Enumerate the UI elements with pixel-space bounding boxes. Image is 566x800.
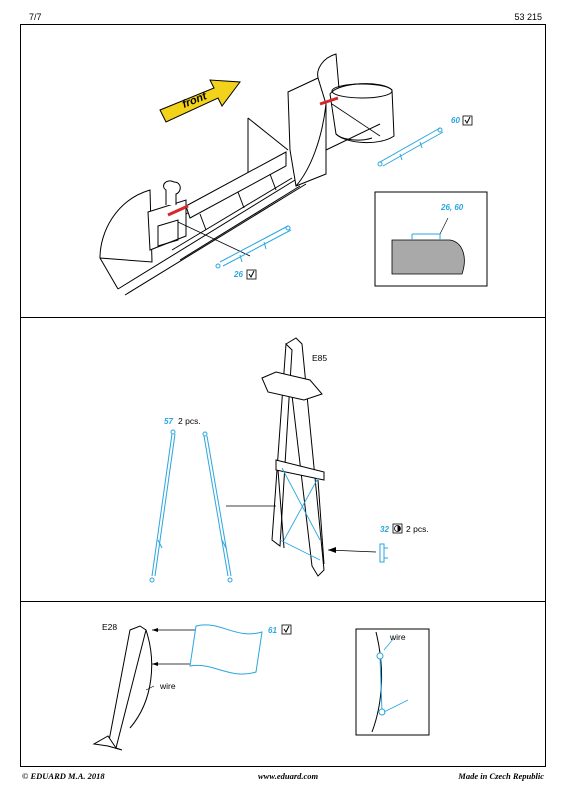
detail-wire-label: wire	[389, 632, 406, 642]
highlight-mark-aft	[319, 96, 339, 106]
detail-part-numbers: 26, 60	[440, 203, 464, 212]
part-32-quantity: 2 pcs.	[406, 524, 429, 534]
flag-part-61	[189, 624, 263, 675]
checkmark-icon	[462, 115, 473, 126]
checkmark-icon	[246, 269, 257, 280]
detail-box-wire	[355, 628, 430, 736]
boom-part-e28	[92, 625, 153, 751]
part-57-quantity: 2 pcs.	[178, 416, 201, 426]
part-e28-label: E28	[102, 622, 117, 632]
part-e85-label: E85	[312, 353, 327, 363]
mast-part-e85	[261, 337, 325, 577]
section-divider-1	[20, 317, 546, 318]
bracket-part-32	[379, 543, 388, 563]
detail-gray-part	[391, 239, 465, 275]
rod-part-57-right	[202, 431, 233, 583]
highlight-mark-forward	[167, 204, 189, 217]
wire-label: wire	[159, 681, 176, 691]
handrail-part-60	[377, 127, 444, 167]
handrail-part-26	[215, 225, 292, 269]
part-60-number: 60	[451, 116, 460, 125]
footer-origin: Made in Czech Republic	[458, 771, 544, 781]
instruction-frame	[20, 24, 546, 767]
footer-website[interactable]: www.eduard.com	[258, 771, 319, 781]
document-number: 53 215	[514, 12, 542, 22]
page-number: 7/7	[29, 12, 42, 22]
hull-deck-drawing	[99, 53, 395, 296]
checkmark-icon	[281, 624, 292, 635]
rod-part-57-left	[149, 429, 176, 583]
part-61-number: 61	[268, 626, 277, 635]
part-32-number: 32	[380, 525, 389, 534]
mast-rigging	[279, 467, 321, 561]
section-divider-2	[20, 601, 546, 602]
part-57-number: 57	[164, 417, 173, 426]
footer-copyright: © EDUARD M.A. 2018	[22, 771, 105, 781]
front-arrow: front	[159, 79, 241, 123]
half-shade-icon	[392, 523, 403, 534]
part-26-number: 26	[233, 270, 243, 279]
